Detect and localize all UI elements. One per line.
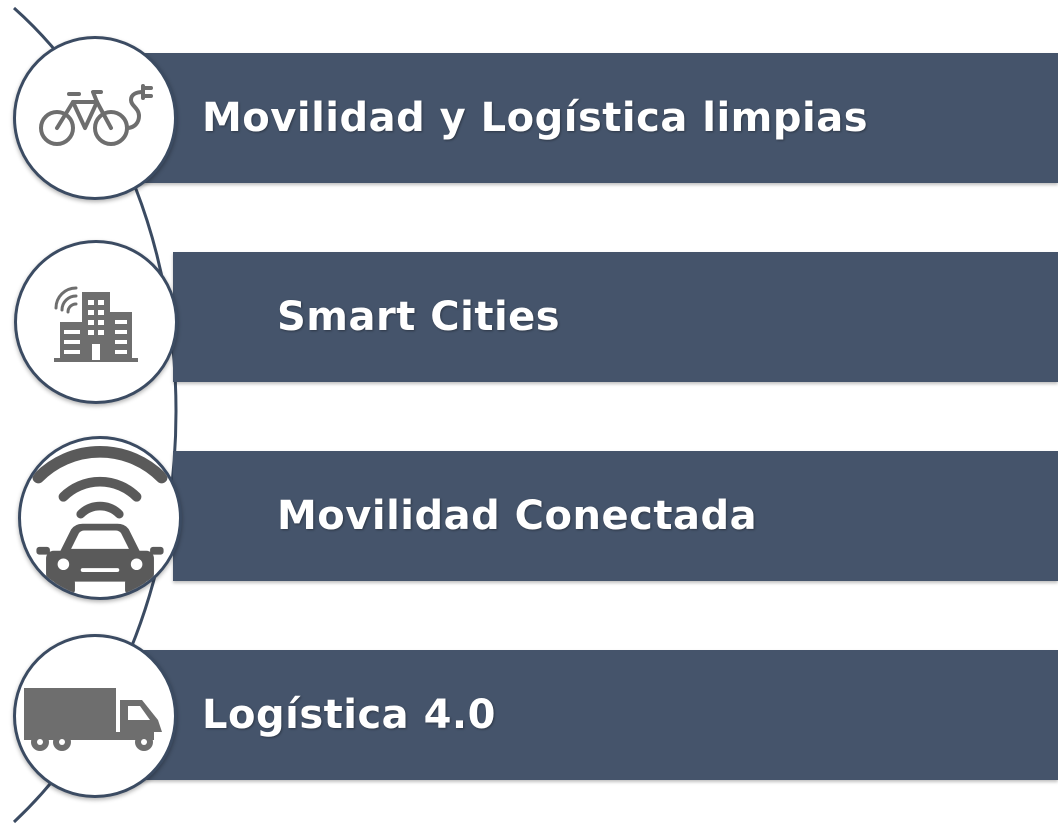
item-badge-3	[18, 436, 182, 600]
item-bar-1: Movilidad y Logística limpias	[140, 53, 1058, 183]
item-badge-2	[14, 240, 178, 404]
truck-icon	[24, 688, 162, 751]
smart-building-icon	[54, 286, 138, 362]
item-bar-3: Movilidad Conectada	[173, 451, 1058, 581]
connected-car-icon	[32, 446, 168, 594]
item-badge-1	[13, 36, 177, 200]
item-label-1: Movilidad y Logística limpias	[202, 95, 869, 141]
item-label-3: Movilidad Conectada	[277, 493, 758, 539]
electric-bicycle-icon	[39, 84, 153, 146]
item-label-4: Logística 4.0	[202, 692, 496, 738]
item-bar-4: Logística 4.0	[140, 650, 1058, 780]
item-label-2: Smart Cities	[277, 294, 561, 340]
item-bar-2: Smart Cities	[173, 252, 1058, 382]
item-badge-4	[13, 634, 177, 798]
